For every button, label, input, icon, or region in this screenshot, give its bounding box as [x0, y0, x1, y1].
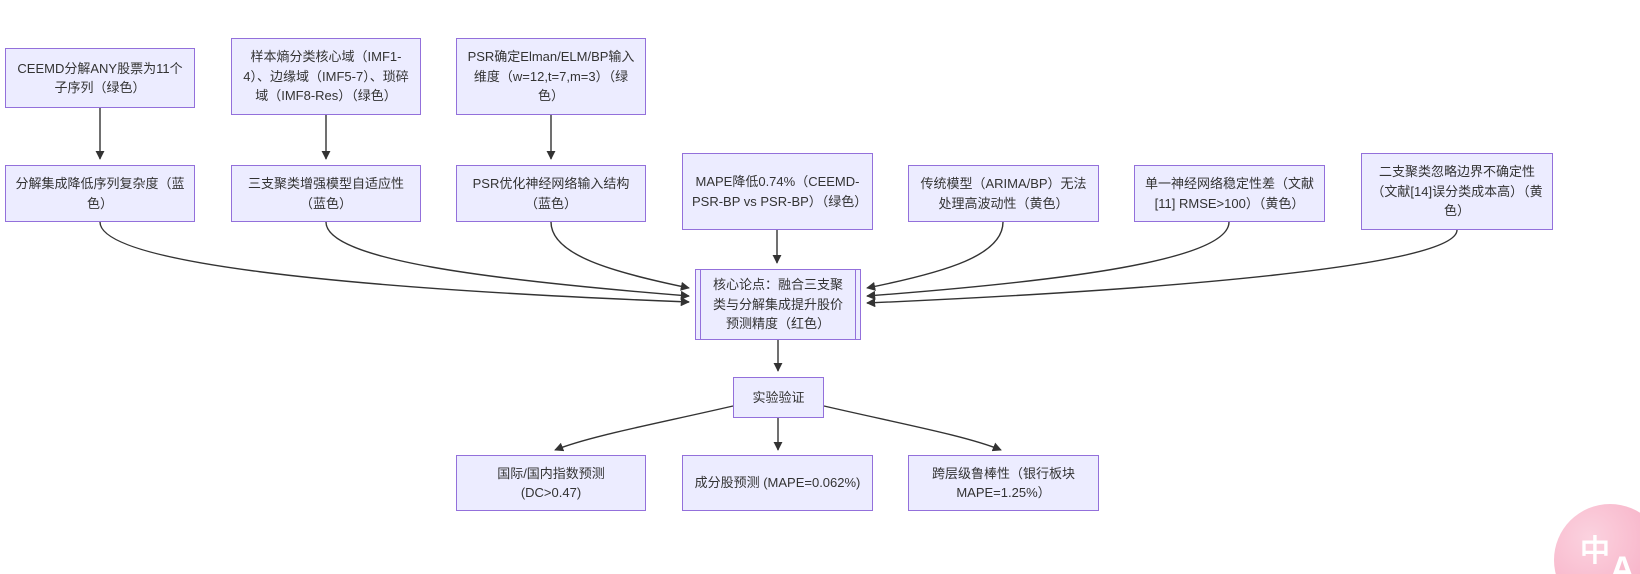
node-label: CEEMD分解ANY股票为11个子序列（绿色） [17, 60, 183, 96]
node-decomp: 分解集成降低序列复杂度（蓝色） [5, 165, 195, 222]
node-three-way: 三支聚类增强模型自适应性（蓝色） [231, 165, 421, 222]
edge-threeway-core [325, 221, 690, 300]
node-label: 单一神经网络稳定性差（文献[11] RMSE>100）（黄色） [1144, 176, 1314, 211]
node-component-pred: 成分股预测 (MAPE=0.062%) [682, 455, 873, 511]
node-single-nn: 单一神经网络稳定性差（文献[11] RMSE>100）（黄色） [1134, 165, 1325, 222]
node-robustness: 跨层级鲁棒性（银行板块 MAPE=1.25%） [908, 455, 1099, 511]
node-mape-reduce: MAPE降低0.74%（CEEMD-PSR-BP vs PSR-BP）（绿色） [682, 153, 873, 230]
node-label: 传统模型（ARIMA/BP）无法处理高波动性（黄色） [920, 176, 1087, 211]
node-two-way: 二支聚类忽略边界不确定性（文献[14]误分类成本高）（黄色） [1361, 153, 1553, 230]
edge-decomp-core [99, 221, 690, 307]
node-ceemd: CEEMD分解ANY股票为11个子序列（绿色） [5, 48, 195, 108]
edge-twoway-core [866, 229, 1458, 308]
node-label: MAPE降低0.74%（CEEMD-PSR-BP vs PSR-BP）（绿色） [692, 174, 868, 209]
node-label: 成分股预测 (MAPE=0.062%) [694, 475, 861, 491]
node-label: 跨层级鲁棒性（银行板块 MAPE=1.25%） [931, 465, 1075, 501]
node-psr-input: PSR确定Elman/ELM/BP输入维度（w=12,t=7,m=3）（绿色） [456, 38, 646, 115]
edge-experiment-robustness [823, 405, 1002, 452]
node-label: 分解集成降低序列复杂度（蓝色） [15, 176, 185, 211]
node-label: 样本熵分类核心域（IMF1-4）、边缘域（IMF5-7）、琐碎域（IMF8-Re… [243, 49, 409, 104]
node-label: 三支聚类增强模型自适应性（蓝色） [247, 176, 404, 211]
node-psr-opt: PSR优化神经网络输入结构（蓝色） [456, 165, 646, 222]
translate-cn-glyph: 中 [1580, 535, 1610, 568]
node-sample-entropy: 样本熵分类核心域（IMF1-4）、边缘域（IMF5-7）、琐碎域（IMF8-Re… [231, 38, 421, 115]
edge-traditional-core [866, 221, 1004, 291]
node-label: PSR优化神经网络输入结构（蓝色） [472, 176, 630, 211]
node-core-thesis: 核心论点：融合三支聚类与分解集成提升股价预测精度（红色） [695, 269, 861, 340]
node-traditional: 传统模型（ARIMA/BP）无法处理高波动性（黄色） [908, 165, 1099, 222]
node-index-pred: 国际/国内指数预测 (DC>0.47) [456, 455, 646, 511]
node-label: 国际/国内指数预测 (DC>0.47) [497, 465, 605, 501]
node-label: 实验验证 [752, 389, 805, 405]
node-experiment: 实验验证 [733, 377, 824, 418]
edge-singlenn-core [866, 221, 1230, 300]
translate-en-glyph: A [1610, 550, 1635, 574]
edge-experiment-indexpred [554, 405, 734, 452]
translate-badge-button[interactable]: 中 A [1554, 504, 1640, 574]
node-label: PSR确定Elman/ELM/BP输入维度（w=12,t=7,m=3）（绿色） [467, 49, 635, 104]
node-label: 核心论点：融合三支聚类与分解集成提升股价预测精度（红色） [712, 277, 843, 332]
edge-psropt-core [550, 221, 690, 291]
node-label: 二支聚类忽略边界不确定性（文献[14]误分类成本高）（黄色） [1371, 164, 1543, 219]
